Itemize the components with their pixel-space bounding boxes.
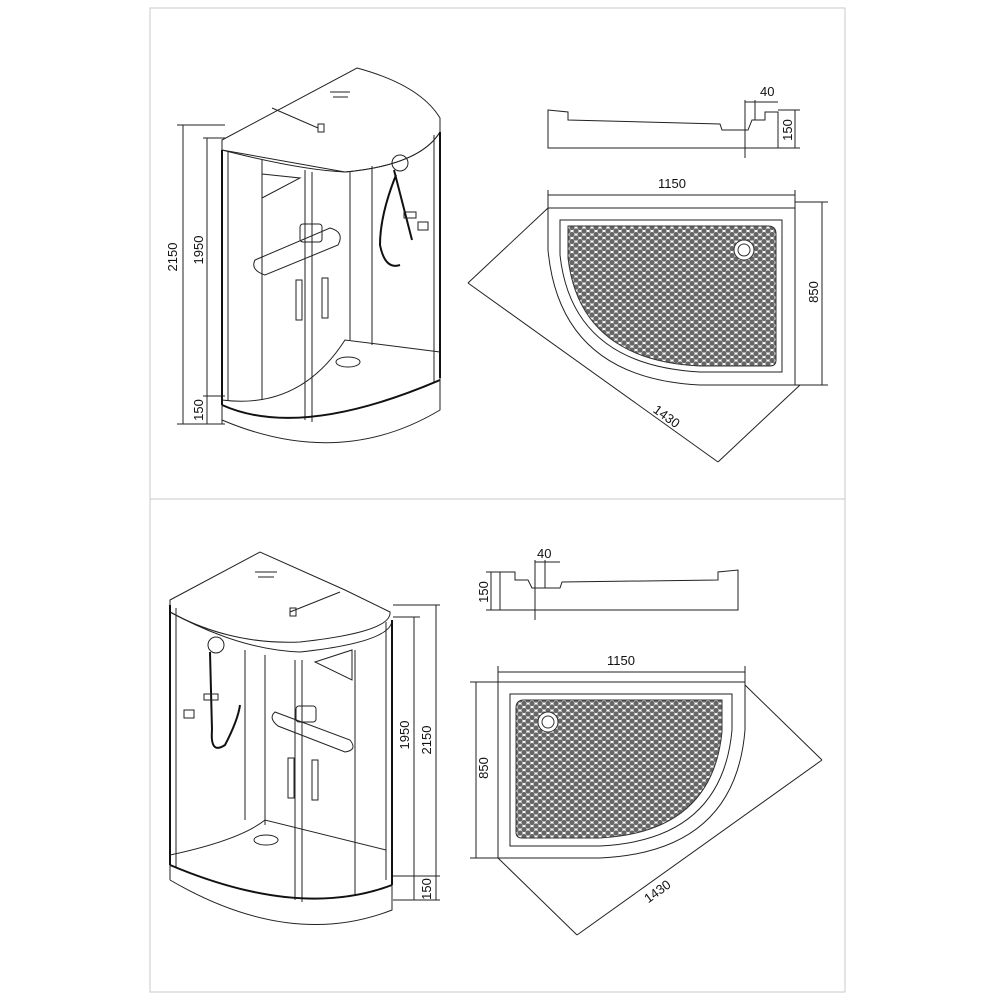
bottom-cabin-view — [169, 551, 440, 926]
top-cabin-height-glass: 1950 — [191, 236, 206, 265]
top-section-lip: 40 — [760, 84, 774, 99]
top-cabin-view — [177, 67, 441, 444]
top-cabin-height-tray: 150 — [191, 399, 206, 421]
top-tray-section — [547, 100, 800, 158]
bottom-section-height: 150 — [476, 581, 491, 603]
bottom-plan-depth: 850 — [476, 757, 491, 779]
top-section-height: 150 — [780, 119, 795, 141]
bottom-section-lip: 40 — [537, 546, 551, 561]
bottom-cabin-height-tray: 150 — [419, 878, 434, 900]
top-plan-diagonal: 1430 — [651, 402, 683, 431]
bottom-tray-plan — [470, 666, 823, 936]
bottom-cabin-height-glass: 1950 — [397, 721, 412, 750]
drawing-frame — [149, 7, 846, 993]
top-plan-width: 1150 — [658, 176, 686, 191]
top-tray-plan — [467, 190, 828, 463]
bottom-cabin-height-total: 2150 — [419, 726, 434, 755]
top-cabin-height-total: 2150 — [165, 243, 180, 272]
bottom-tray-section — [486, 560, 739, 620]
bottom-plan-width: 1150 — [607, 653, 635, 668]
bottom-plan-diagonal: 1430 — [641, 877, 673, 906]
top-plan-depth: 850 — [806, 281, 821, 303]
